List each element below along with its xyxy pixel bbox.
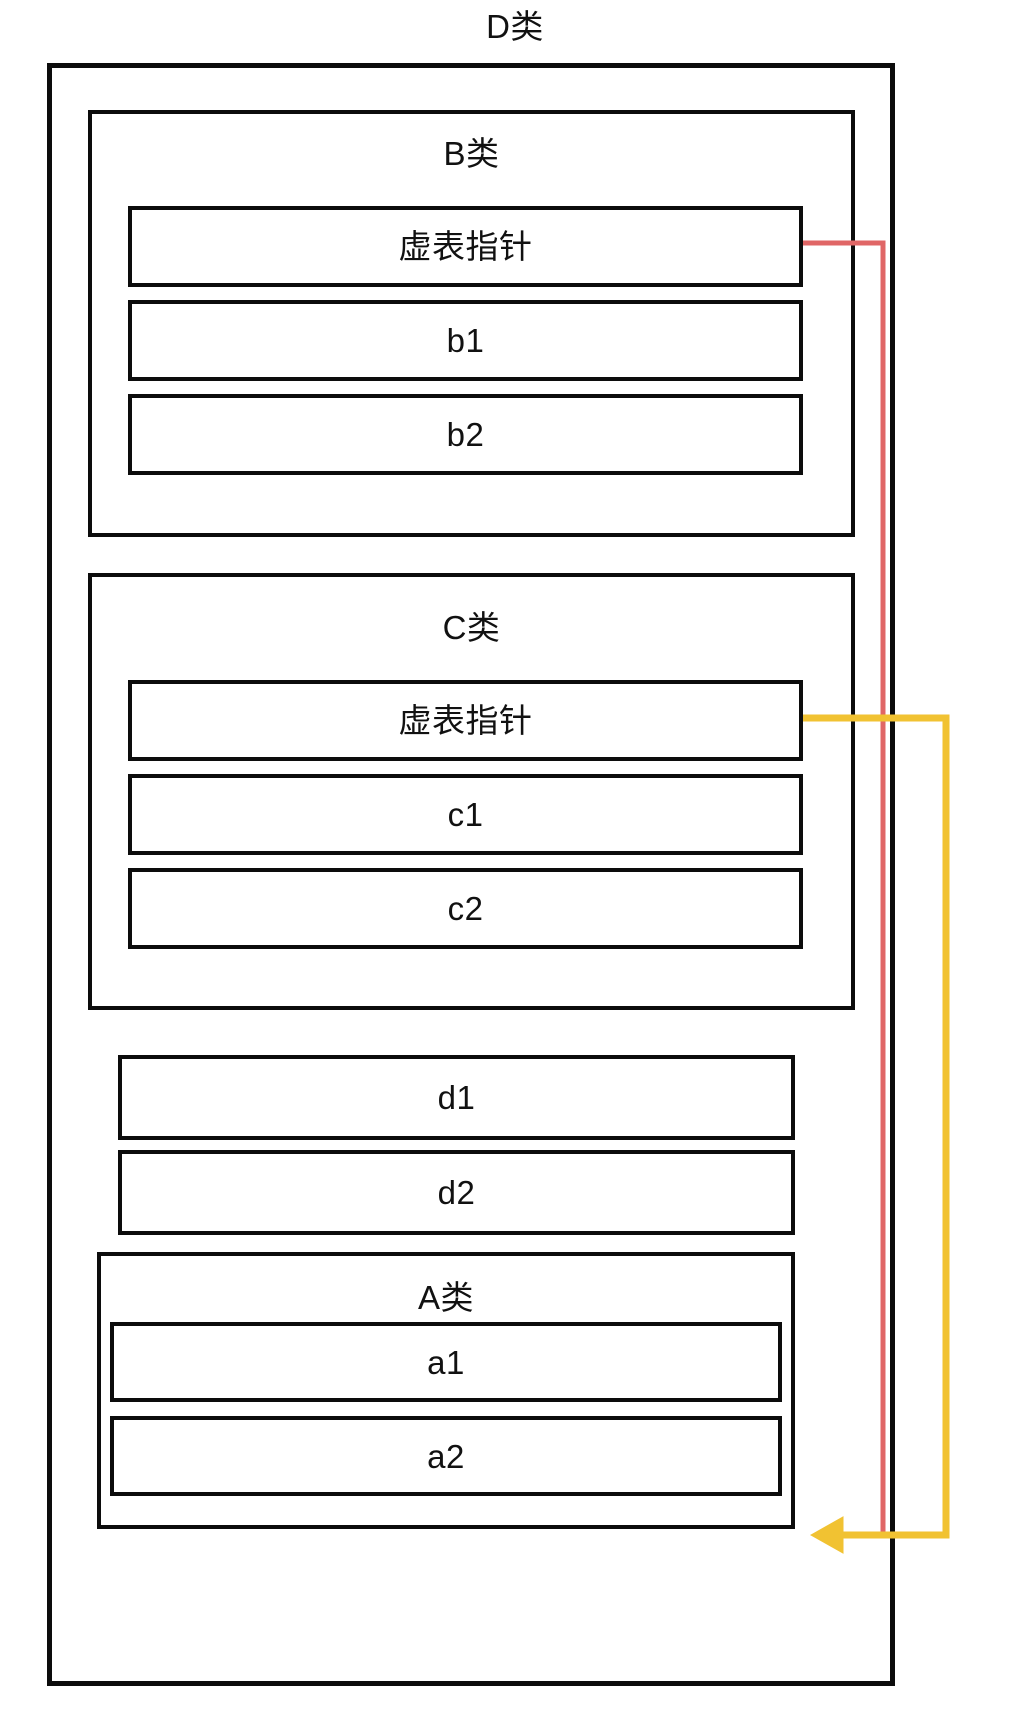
d-class-member-d1-label: d1 — [437, 1079, 476, 1116]
a-class-title: A类 — [97, 1281, 795, 1314]
d-class-member-d1-row: d1 — [118, 1055, 795, 1140]
a-class-member-a2-label: a2 — [427, 1437, 465, 1475]
c-class-title: C类 — [88, 611, 855, 644]
c-class-vptr-label: 虚表指针 — [398, 702, 533, 739]
d-class-member-d2-row: d2 — [118, 1150, 795, 1235]
c-class-member-c1-label: c1 — [447, 796, 484, 833]
a-class-member-a1-row: a1 — [110, 1322, 782, 1402]
b-class-vptr-label: 虚表指针 — [398, 228, 533, 265]
c-class-member-c2-label: c2 — [447, 890, 484, 927]
b-class-title: B类 — [88, 137, 855, 170]
d-class-title: D类 — [0, 10, 1030, 43]
b-class-member-b1-row: b1 — [128, 300, 803, 381]
b-class-member-b2-row: b2 — [128, 394, 803, 475]
a-class-member-a1-label: a1 — [427, 1343, 465, 1381]
a-class-title-text: A类 — [417, 1279, 474, 1316]
a-class-member-a2-row: a2 — [110, 1416, 782, 1496]
b-class-vptr-row: 虚表指针 — [128, 206, 803, 287]
b-class-member-b2-label: b2 — [446, 416, 485, 453]
b-class-title-text: B类 — [443, 135, 500, 172]
c-class-member-c1-row: c1 — [128, 774, 803, 855]
d-class-member-d2-label: d2 — [437, 1174, 476, 1211]
c-class-vptr-row: 虚表指针 — [128, 680, 803, 761]
b-class-member-b1-label: b1 — [446, 322, 485, 359]
c-class-member-c2-row: c2 — [128, 868, 803, 949]
d-class-title-text: D类 — [486, 8, 544, 45]
c-class-title-text: C类 — [442, 609, 501, 646]
